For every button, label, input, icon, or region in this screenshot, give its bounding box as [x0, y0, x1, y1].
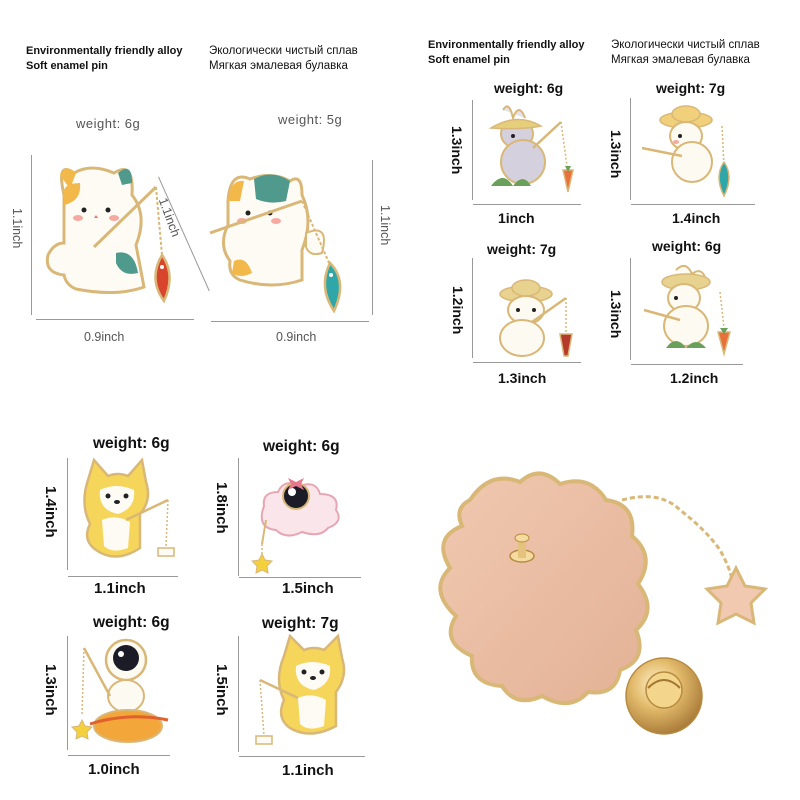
cat1-weight: weight: 6g: [76, 116, 141, 131]
header-right-en-1: Environmentally friendly alloy: [428, 39, 585, 51]
astro-width-label: 1.0inch: [88, 761, 140, 778]
header-right-en-2: Soft enamel pin: [428, 54, 510, 66]
rabbit2-width-label: 1.4inch: [672, 210, 721, 226]
rabbit3-pin-image: [499, 279, 573, 357]
eye-width-rule: [239, 577, 361, 578]
rabbit3-width-rule: [473, 362, 581, 363]
header-left-ru-1: Экологически чистый сплав: [209, 45, 358, 57]
header-right-ru-1: Экологически чистый сплав: [611, 39, 760, 51]
cat1-height-label: 1.1inch: [10, 208, 24, 249]
cat2-weight: weight: 5g: [278, 112, 343, 127]
rabbit1-height-label: 1.3inch: [449, 126, 465, 175]
astro-height-label: 1.3inch: [42, 664, 59, 716]
rabbit3-height-rule: [472, 258, 473, 358]
rabbit4-weight: weight: 6g: [652, 238, 722, 254]
corgi1-height-label: 1.4inch: [42, 486, 59, 538]
cat2-width-label: 0.9inch: [276, 330, 317, 344]
rabbit2-pin-image: [641, 105, 730, 198]
rabbit1-pin-image: [488, 105, 574, 193]
rabbit2-height-rule: [630, 98, 631, 200]
rabbit4-width-rule: [631, 364, 743, 365]
astro-weight: weight: 6g: [93, 614, 170, 631]
eye-width-label: 1.5inch: [282, 580, 334, 597]
cat1-width-label: 0.9inch: [84, 330, 125, 344]
eye-height-rule: [238, 458, 239, 576]
header-left-ru-2: Мягкая эмалевая булавка: [209, 60, 348, 72]
rabbit4-height-rule: [630, 258, 631, 360]
rabbit1-width-label: 1inch: [498, 210, 535, 226]
corgi1-weight: weight: 6g: [93, 435, 170, 452]
corgi2-width-label: 1.1inch: [282, 762, 334, 779]
cat2-width-rule: [211, 321, 369, 322]
cat2-pin-image: [209, 174, 342, 314]
eye-cloud-pin-image: [250, 478, 340, 574]
cat1-width-rule: [36, 319, 194, 320]
rabbit3-width-label: 1.3inch: [498, 370, 547, 386]
rabbit1-weight: weight: 6g: [494, 80, 564, 96]
header-right-ru-2: Мягкая эмалевая булавка: [611, 54, 750, 66]
header-left-en-1: Environmentally friendly alloy: [26, 45, 183, 57]
cat1-pin-image: [45, 166, 171, 304]
astronaut-pin-image: [70, 638, 169, 743]
eye-height-label: 1.8inch: [213, 482, 230, 534]
rabbit4-pin-image: [643, 264, 731, 357]
cat2-height-label: 1.1inch: [378, 205, 392, 246]
rabbit3-height-label: 1.2inch: [450, 286, 466, 335]
corgi1-pin-image: [83, 457, 175, 558]
pin-back-photo: [438, 471, 769, 735]
corgi1-width-rule: [68, 576, 178, 577]
rabbit1-width-rule: [473, 204, 581, 205]
corgi1-width-label: 1.1inch: [94, 580, 146, 597]
corgi2-width-rule: [239, 756, 365, 757]
corgi1-height-rule: [67, 458, 68, 570]
rabbit3-weight: weight: 7g: [487, 241, 557, 257]
cat1-height-rule: [31, 155, 32, 315]
rabbit2-height-label: 1.3inch: [608, 130, 624, 179]
rabbit1-height-rule: [472, 100, 473, 200]
astro-height-rule: [67, 636, 68, 750]
corgi2-weight: weight: 7g: [262, 615, 339, 632]
cat2-height-rule: [372, 160, 373, 315]
corgi2-height-rule: [238, 636, 239, 752]
eye-weight: weight: 6g: [263, 438, 340, 455]
rabbit4-width-label: 1.2inch: [670, 370, 719, 386]
rabbit4-height-label: 1.3inch: [608, 290, 624, 339]
rabbit2-weight: weight: 7g: [656, 80, 726, 96]
header-left-en-2: Soft enamel pin: [26, 60, 108, 72]
rabbit2-width-rule: [631, 204, 755, 205]
corgi2-height-label: 1.5inch: [213, 664, 230, 716]
corgi2-pin-image: [255, 633, 346, 745]
astro-width-rule: [68, 755, 170, 756]
